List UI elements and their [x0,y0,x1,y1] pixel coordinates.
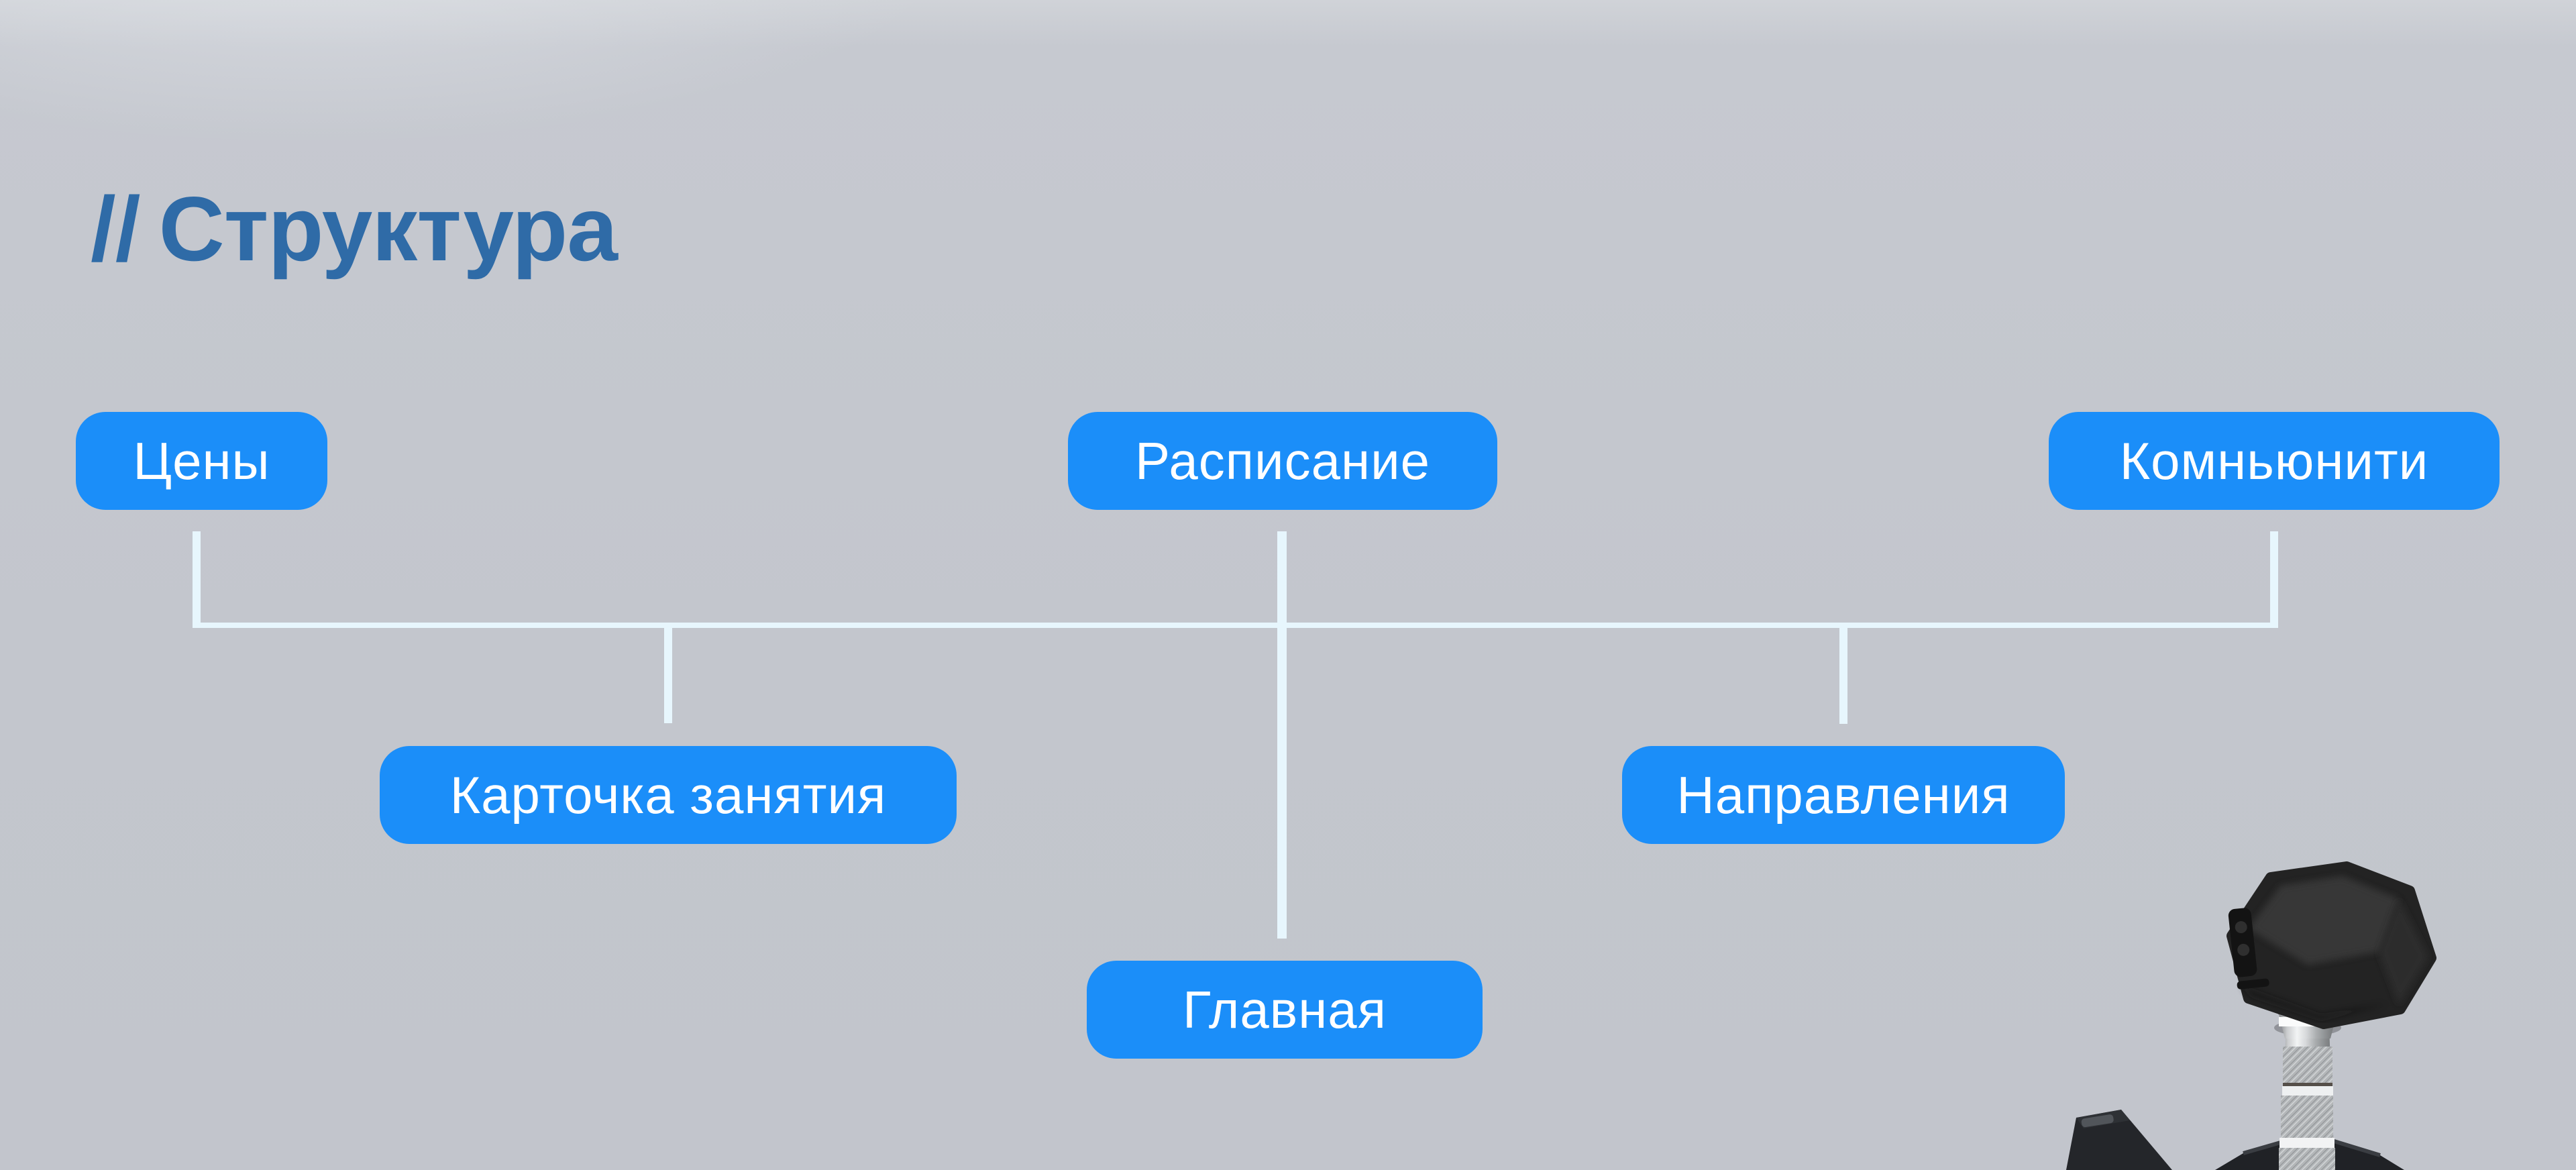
dumbbell-second-head-corner [2066,1110,2172,1170]
title-slashes: // [91,178,141,280]
connector-stub-directions [1839,624,1847,724]
node-class-card: Карточка занятия [380,746,957,844]
node-community: Комньюнити [2049,412,2500,510]
connector-stub-class-card [664,624,672,723]
node-schedule: Расписание [1068,412,1497,510]
node-prices: Цены [76,412,327,510]
connector-stub-community [2270,531,2278,628]
connector-trunk-schedule-home [1277,531,1287,939]
dumbbell-handle [2274,1020,2341,1170]
node-directions: Направления [1622,746,2065,844]
dumbbell-image [2066,861,2436,1170]
connector-stub-prices [193,531,201,628]
node-home: Главная [1087,961,1483,1059]
page-title: //Структура [91,178,618,280]
dumbbell-weight-label [2228,908,2269,990]
title-text: Структура [158,178,618,280]
connector-horizontal [193,623,2278,628]
dumbbell-top-head [2226,861,2436,1029]
